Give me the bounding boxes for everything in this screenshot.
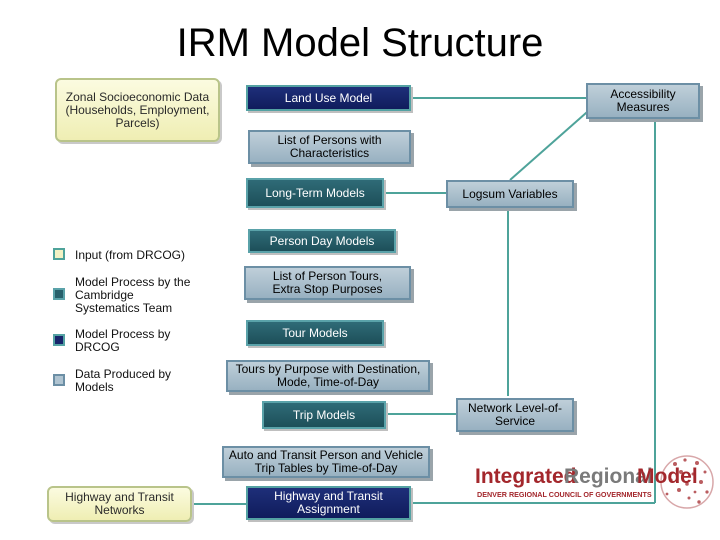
list-of-persons-box: List of Persons with Characteristics: [248, 130, 411, 164]
legend-data-swatch: [53, 374, 65, 386]
logo-name-part1: Integrated: [475, 465, 577, 488]
logo-circle-icon: [660, 455, 714, 509]
highway-transit-assignment-label: Highway and Transit Assignment: [274, 489, 383, 516]
person-tours-list-label: List of Person Tours, Extra Stop Purpose…: [272, 269, 383, 296]
highway-transit-networks-label: Highway and Transit Networks: [65, 490, 174, 517]
trip-models-label: Trip Models: [292, 407, 356, 422]
logo-name-part3: Model: [637, 465, 698, 488]
network-level-of-service-box: Network Level-of-Service: [456, 398, 574, 432]
legend-cs-swatch: [53, 288, 65, 300]
logo-subtitle: DENVER REGIONAL COUNCIL OF GOVERNMENTS: [477, 490, 652, 499]
integrated-regional-model-logo: Integrated Regional Model DENVER REGIONA…: [475, 455, 714, 509]
list-of-persons-label: List of Persons with Characteristics: [277, 133, 382, 160]
zonal-socioeconomic-data-box: Zonal Socioeconomic Data (Households, Em…: [55, 78, 220, 142]
network-level-of-service-label: Network Level-of-Service: [467, 401, 563, 428]
zonal-socioeconomic-data-label: Zonal Socioeconomic Data (Households, Em…: [65, 89, 210, 130]
logo-name-part2: Regional: [564, 465, 653, 488]
highway-transit-assignment-box: Highway and Transit Assignment: [246, 486, 411, 520]
highway-transit-networks-box: Highway and Transit Networks: [47, 486, 192, 522]
long-term-models-box: Long-Term Models: [246, 178, 384, 208]
tours-by-purpose-label: Tours by Purpose with Destination, Mode,…: [235, 362, 421, 389]
legend-input-label: Input (from DRCOG): [75, 248, 186, 262]
accessibility-measures-label: Accessibility Measures: [610, 87, 676, 114]
long-term-models-label: Long-Term Models: [265, 185, 365, 200]
person-day-models-label: Person Day Models: [269, 233, 375, 248]
tour-models-label: Tour Models: [282, 325, 348, 340]
logsum-variables-box: Logsum Variables: [446, 180, 574, 208]
legend-input-swatch: [53, 248, 65, 260]
trip-tables-box: Auto and Transit Person and Vehicle Trip…: [222, 446, 430, 478]
tours-by-purpose-box: Tours by Purpose with Destination, Mode,…: [226, 360, 430, 392]
page-title: IRM Model Structure: [176, 21, 544, 65]
logsum-variables-label: Logsum Variables: [462, 186, 558, 201]
legend-cs-label: Model Process by the Cambridge Systemati…: [75, 275, 191, 315]
trip-tables-label: Auto and Transit Person and Vehicle Trip…: [228, 448, 424, 475]
legend-drcog-swatch: [53, 334, 65, 346]
trip-models-box: Trip Models: [262, 401, 386, 429]
accessibility-measures-box: Accessibility Measures: [586, 83, 700, 119]
land-use-model-label: Land Use Model: [284, 90, 373, 105]
person-day-models-box: Person Day Models: [248, 229, 396, 253]
legend-drcog-label: Model Process by DRCOG: [75, 327, 171, 354]
tour-models-box: Tour Models: [246, 320, 384, 346]
land-use-model-box: Land Use Model: [246, 85, 411, 111]
legend-data-label: Data Produced by Models: [75, 367, 172, 394]
person-tours-list-box: List of Person Tours, Extra Stop Purpose…: [244, 266, 411, 300]
